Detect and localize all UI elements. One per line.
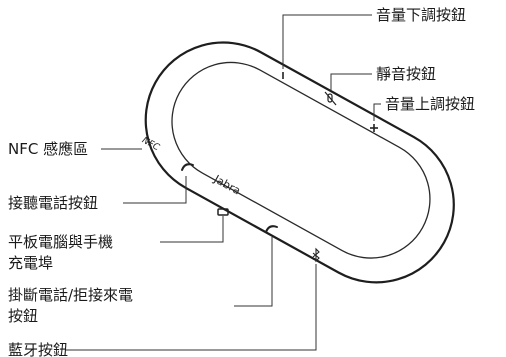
usb-charging-port — [217, 208, 229, 216]
bluetooth-leader — [66, 264, 317, 351]
nfc-area-label: NFC 感應區 — [8, 140, 88, 158]
charging-leader — [160, 216, 224, 243]
volume-up-icon[interactable] — [370, 124, 378, 132]
charging-label-line2: 充電埠 — [8, 254, 53, 272]
mute-label: 靜音按鈕 — [376, 65, 436, 83]
bluetooth-label: 藍牙按鈕 — [8, 341, 68, 357]
hangup-label-line2: 按鈕 — [8, 307, 38, 325]
volume-up-leader — [373, 103, 381, 121]
answer-label: 接聽電話按鈕 — [8, 194, 98, 212]
answer-call-icon[interactable] — [181, 163, 194, 171]
volume-down-label: 音量下調按鈕 — [376, 6, 466, 24]
mute-icon[interactable] — [324, 91, 337, 106]
charging-label-line1: 平板電腦與手機 — [8, 233, 113, 251]
volume-up-label: 音量上調按鈕 — [385, 95, 475, 113]
hangup-call-icon[interactable] — [265, 225, 278, 233]
mute-leader — [330, 73, 372, 90]
answer-leader — [123, 176, 187, 204]
bluetooth-icon[interactable] — [312, 247, 320, 263]
hangup-label-line1: 掛斷電話/拒接來電 — [8, 286, 133, 304]
speakerphone-body — [144, 41, 455, 284]
volume-down-leader — [282, 14, 372, 69]
hangup-leader — [234, 237, 273, 307]
inner-panel — [171, 61, 431, 259]
